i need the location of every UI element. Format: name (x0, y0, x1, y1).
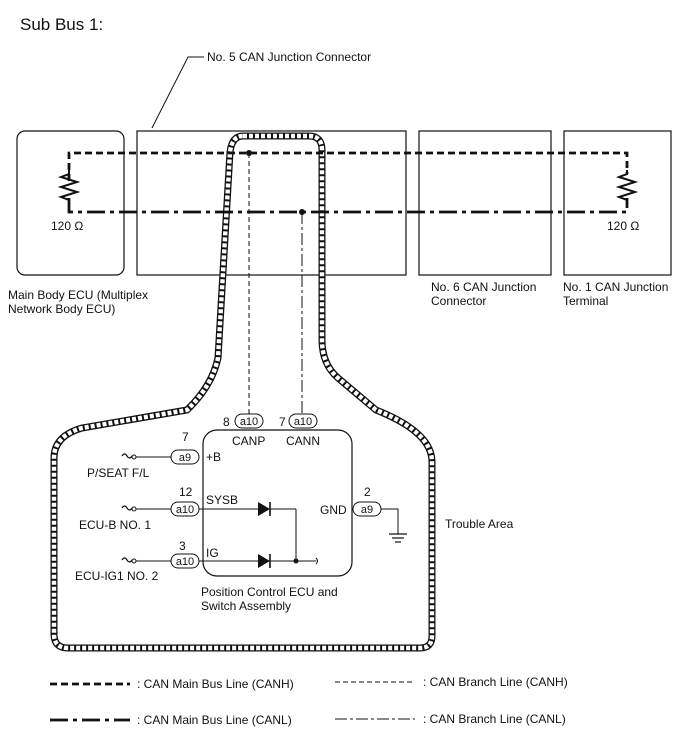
diode-ig-icon (258, 554, 270, 568)
pin-b-number: 7 (182, 430, 189, 444)
pin-canp-conn-label: a10 (240, 416, 258, 428)
diagram-title: Sub Bus 1: (20, 15, 103, 34)
fuse-p-seat-icon (121, 453, 133, 459)
junction-terminal-1-label-1: No. 1 CAN Junction (563, 280, 668, 294)
pin-ig-number: 3 (179, 539, 186, 553)
main-body-ecu-label-2: Network Body ECU) (8, 302, 115, 316)
can-main-bus-canl (67, 198, 629, 214)
junction-terminal-1-box (563, 130, 672, 276)
ecu-label-2: Switch Assembly (201, 599, 291, 613)
wire-gnd (381, 508, 399, 534)
internal-diode-circuit (199, 502, 318, 568)
resistor-junction-terminal-1 (615, 170, 639, 203)
trouble-area-label: Trouble Area (445, 517, 514, 531)
pin-cann-name: CANN (286, 434, 320, 448)
junction-terminal-1-label-2: Terminal (563, 294, 608, 308)
pin-sysb-conn-label: a10 (176, 504, 194, 516)
pin-canp-connector (234, 413, 264, 429)
can-main-bus-canh (67, 151, 629, 181)
source-p-seat: P/SEAT F/L (87, 466, 150, 480)
fuse-terminal-icon (131, 506, 137, 512)
resistance-main-body-ecu: 120 Ω (51, 219, 83, 233)
pin-canp-number: 8 (223, 415, 230, 429)
source-ecu-b: ECU-B NO. 1 (79, 518, 151, 532)
pin-b-conn-label: a9 (179, 452, 191, 464)
pin-cann-conn-label: a10 (294, 416, 312, 428)
main-body-ecu-box (16, 130, 125, 276)
legend-branch-canl-label: : CAN Branch Line (CANL) (423, 712, 566, 726)
resistance-junction-terminal-1: 120 Ω (607, 219, 639, 233)
ground-icon (389, 533, 407, 543)
fuse-terminal-icon (131, 454, 137, 460)
pin-b-name: +B (206, 450, 221, 464)
pin-ig-name: IG (206, 546, 219, 560)
pin-cann-number: 7 (279, 415, 286, 429)
pin-gnd-name: GND (320, 503, 347, 517)
pin-cann-connector (288, 413, 318, 429)
junction-connector-5-label: No. 5 CAN Junction Connector (207, 50, 371, 64)
pin-ig-conn-label: a10 (176, 556, 194, 568)
legend-branch-canh-label: : CAN Branch Line (CANH) (423, 675, 568, 689)
trouble-area-outline (50, 132, 436, 652)
ecu-label-1: Position Control ECU and (201, 585, 338, 599)
pin-sysb-name: SYSB (206, 493, 238, 507)
source-ecu-ig1: ECU-IG1 NO. 2 (75, 569, 159, 583)
diode-sysb-icon (258, 502, 270, 516)
junction-connector-6-label-2: Connector (431, 294, 486, 308)
fuse-terminal-icon (131, 558, 137, 564)
fuse-ecu-ig1-icon (121, 557, 133, 563)
main-body-ecu-label-1: Main Body ECU (Multiplex (8, 288, 148, 302)
position-control-ecu-box (202, 429, 353, 577)
connector-5-leader (151, 56, 204, 129)
legend-main-canl-label: : CAN Main Bus Line (CANL) (137, 713, 292, 727)
resistor-main-body-ecu (57, 170, 81, 203)
legend-main-canh-label: : CAN Main Bus Line (CANH) (137, 677, 294, 691)
pin-sysb-number: 12 (179, 485, 193, 499)
pin-gnd-number: 2 (364, 485, 371, 499)
junction-connector-6-box (418, 130, 552, 276)
pin-canp-name: CANP (232, 434, 265, 448)
junction-connector-5-box (136, 130, 407, 276)
fuse-ecu-b-icon (121, 505, 133, 511)
pin-gnd-conn-label: a9 (361, 504, 373, 516)
junction-connector-6-label-1: No. 6 CAN Junction (431, 280, 536, 294)
